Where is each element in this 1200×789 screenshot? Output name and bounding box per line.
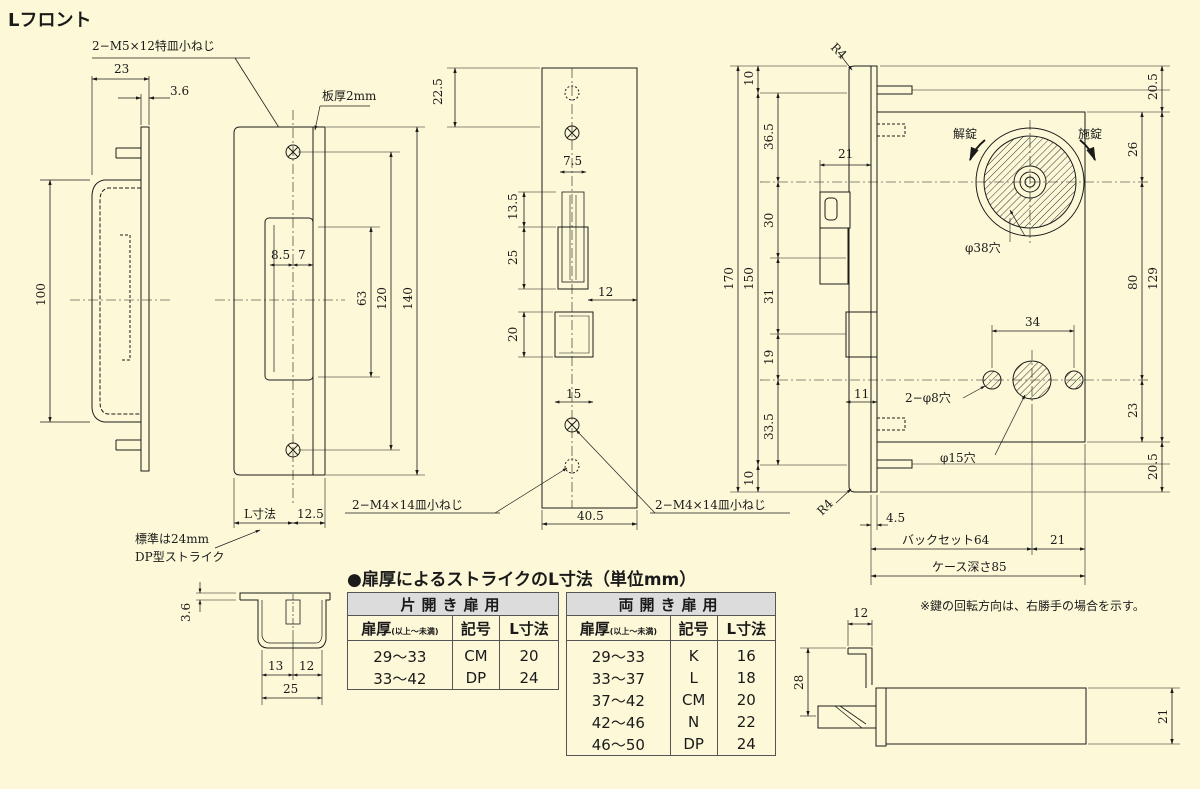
dim-120: 120 (375, 287, 389, 310)
label-backset: バックセット64 (902, 533, 990, 547)
dim-22-5: 22.5 (431, 78, 445, 105)
dim-12-5: 12.5 (297, 507, 324, 521)
label-unlock: 解錠 (953, 126, 977, 141)
dim-36-5: 36.5 (762, 123, 776, 150)
latch-side-view (800, 620, 1180, 747)
table-row: 33〜42 DP 24 (347, 667, 559, 690)
strike-plate-view (214, 105, 425, 549)
col-code: 記号 (451, 615, 501, 641)
dim-25: 25 (506, 250, 520, 265)
dim-33-5: 33.5 (762, 413, 776, 440)
dim-12-section: 12 (299, 659, 314, 673)
dim-34: 34 (1025, 315, 1041, 329)
label-r4-top: R4 (828, 40, 850, 62)
dim-170: 170 (722, 267, 736, 290)
dim-21-latch: 21 (1156, 709, 1170, 724)
dim-12-latch: 12 (853, 606, 868, 620)
label-case-depth: ケース深さ85 (932, 560, 1007, 574)
label-std-note-1: 標準は24mm (135, 531, 210, 546)
col-code: 記号 (669, 615, 718, 641)
dim-20-5-top: 20.5 (1146, 73, 1160, 100)
dim-28-latch: 28 (792, 675, 806, 690)
dim-21-bottom: 21 (1050, 533, 1065, 547)
label-lock: 施錠 (1078, 126, 1102, 141)
dim-63: 63 (355, 291, 369, 306)
double-door-header: 両開き扉用 (566, 592, 776, 616)
dim-30: 30 (762, 213, 776, 228)
dim-80: 80 (1126, 275, 1140, 290)
dim-140: 140 (401, 287, 415, 310)
page-title: Lフロント (8, 10, 92, 31)
face-plate-view (345, 67, 790, 530)
dim-20-5-bottom: 20.5 (1146, 453, 1160, 480)
dim-19: 19 (762, 350, 776, 365)
dim-8-5: 8.5 (271, 248, 290, 262)
dim-150: 150 (742, 267, 756, 290)
dim-40-5: 40.5 (577, 509, 604, 523)
dim-25-section: 25 (283, 682, 298, 696)
label-std-note-2: DP型ストライク (135, 550, 224, 564)
label-hole-8: 2−φ8穴 (905, 390, 951, 405)
col-L: L寸法 (499, 615, 559, 641)
label-r4-bottom: R4 (814, 496, 836, 518)
dim-12-face: 12 (598, 285, 613, 299)
dim-31: 31 (762, 289, 776, 304)
label-screw-top: 2−M5×12特皿小ねじ (92, 38, 215, 53)
strike-section-view (196, 582, 331, 705)
col-thickness: 扉厚(以上〜未満) (566, 615, 671, 641)
dim-7-5: 7.5 (563, 154, 582, 168)
double-door-table: 両開き扉用 扉厚(以上〜未満) 記号 L寸法 29〜33 K 16 33〜37 … (566, 592, 777, 756)
table-row: 33〜37 L 18 (566, 667, 777, 689)
single-door-table: 片開き扉用 扉厚(以上〜未満) 記号 L寸法 29〜33 CM 20 33〜42… (347, 592, 559, 690)
dim-10-top: 10 (742, 71, 756, 86)
table-row: 37〜42 CM 20 (566, 689, 777, 711)
col-thickness: 扉厚(以上〜未満) (347, 615, 453, 641)
label-screw-right: 2−M4×14皿小ねじ (655, 498, 766, 512)
dim-15-face: 15 (566, 387, 581, 401)
dim-3-6-front: 3.6 (170, 84, 189, 98)
dim-20-face: 20 (506, 327, 520, 342)
strike-side-view (40, 57, 291, 472)
dim-13-section: 13 (268, 659, 283, 673)
col-L: L寸法 (716, 615, 777, 641)
rotation-note: ※鍵の回転方向は、右勝手の場合を示す。 (920, 599, 1145, 613)
dim-129: 129 (1146, 267, 1160, 290)
table-title: ●扉厚によるストライクのL寸法（単位mm） (347, 570, 697, 590)
dim-4-5: 4.5 (886, 511, 905, 525)
label-plate-thickness: 板厚2mm (322, 89, 377, 103)
dim-10-bottom: 10 (742, 471, 756, 486)
label-screw-left: 2−M4×14皿小ねじ (352, 498, 463, 512)
single-door-header: 片開き扉用 (347, 592, 559, 616)
dim-100-front: 100 (34, 283, 48, 306)
dim-23-case: 23 (1126, 403, 1140, 418)
dim-L: L寸法 (244, 507, 276, 521)
table-row: 46〜50 DP 24 (566, 733, 777, 756)
label-hole-15: φ15穴 (940, 450, 976, 465)
dim-21-top: 21 (838, 147, 853, 161)
dim-23-front: 23 (114, 62, 129, 76)
table-row: 29〜33 K 16 (566, 640, 777, 667)
dim-26: 26 (1126, 142, 1140, 157)
table-row: 42〜46 N 22 (566, 711, 777, 733)
label-hole-38: φ38穴 (965, 240, 1001, 255)
dim-11: 11 (854, 387, 869, 401)
table-row: 29〜33 CM 20 (347, 640, 559, 667)
dim-7: 7 (298, 248, 306, 262)
dim-13-5: 13.5 (506, 193, 520, 220)
lock-case-view (730, 51, 1170, 585)
dim-3-6-section: 3.6 (179, 603, 193, 622)
